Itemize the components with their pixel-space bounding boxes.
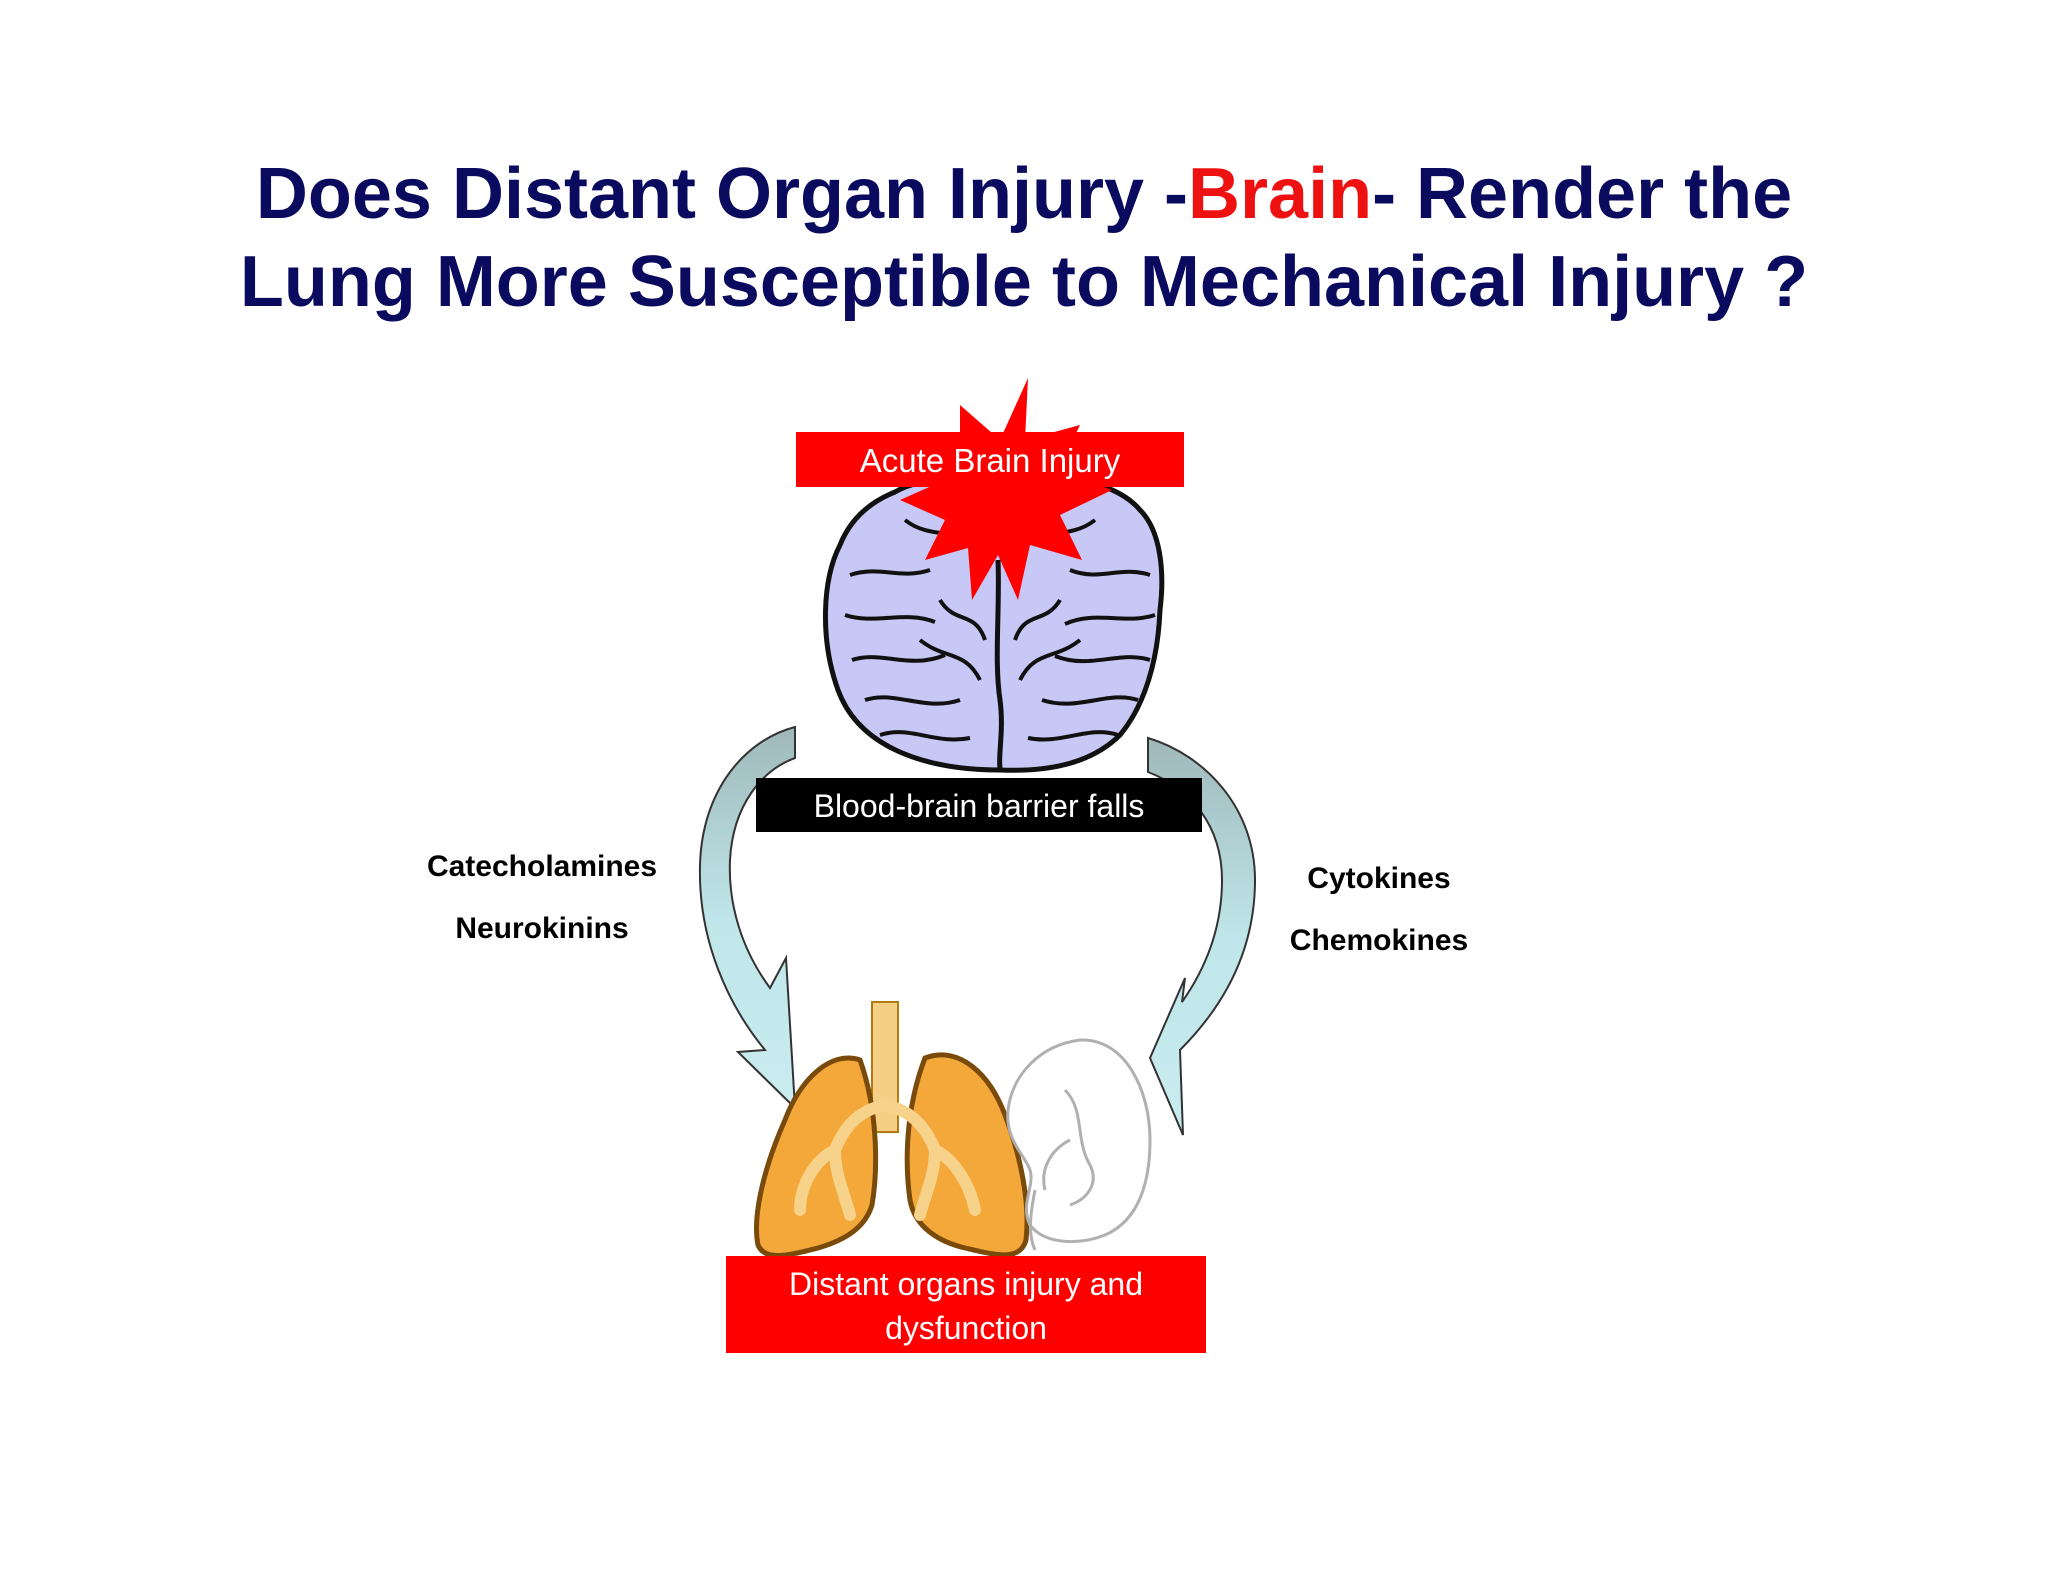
- title-line-1: Does Distant Organ Injury -Brain- Render…: [0, 150, 2048, 238]
- lungs-icon: [754, 1001, 1030, 1259]
- right-curved-arrow-icon: [1147, 736, 1257, 1136]
- title-line-2: Lung More Susceptible to Mechanical Inju…: [239, 242, 1809, 322]
- distant-organs-label-line2: dysfunction: [885, 1310, 1047, 1346]
- label-catecholamines: Catecholamines: [427, 850, 657, 883]
- title-line-1-start: Does Distant Organ Injury -: [255, 154, 1189, 234]
- blood-brain-barrier-label: Blood-brain barrier falls: [814, 788, 1145, 824]
- label-chemokines: Chemokines: [1290, 924, 1468, 957]
- distant-organs-box: Distant organs injury and dysfunction: [726, 1256, 1206, 1353]
- acute-brain-injury-label: Acute Brain Injury: [860, 442, 1121, 479]
- label-cytokines: Cytokines: [1307, 862, 1450, 895]
- slide-title: Does Distant Organ Injury -Brain- Render…: [0, 150, 2048, 326]
- blood-brain-barrier-box: Blood-brain barrier falls: [756, 778, 1202, 832]
- kidney-icon: [1006, 1038, 1152, 1251]
- acute-brain-injury-box: Acute Brain Injury: [796, 432, 1184, 487]
- title-line-1-end: - Render the: [1372, 154, 1793, 234]
- label-neurokinins: Neurokinins: [455, 912, 628, 945]
- distant-organs-label-line1: Distant organs injury and: [789, 1266, 1143, 1302]
- title-highlight-brain: Brain: [1188, 154, 1373, 234]
- left-curved-arrow-icon: [698, 725, 797, 1111]
